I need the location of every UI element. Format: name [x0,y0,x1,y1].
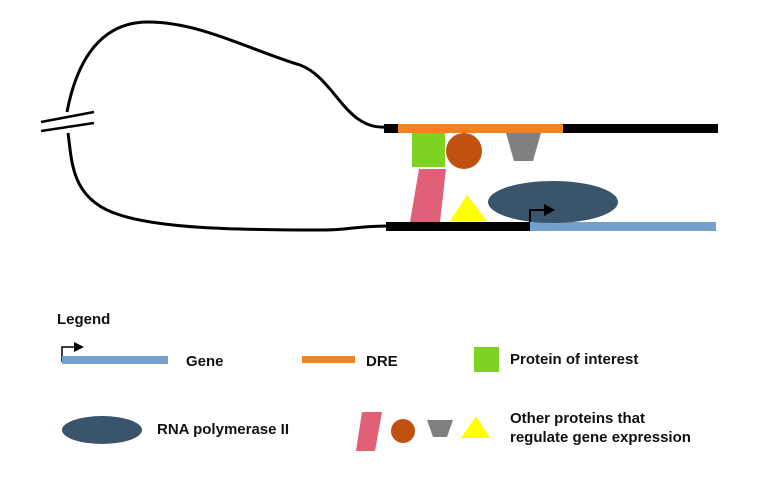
dna-loop-upper [65,20,387,129]
legend-heading: Legend [57,311,111,328]
legend-label-protein-of-interest: Protein of interest [510,351,639,368]
tss-arrow-line [529,209,545,222]
brown-protein-circle [446,133,482,169]
legend-label-dre: DRE [366,353,398,370]
legend-dre-icon [302,356,355,363]
legend-label-other-proteins-line1: Other proteins that [510,410,646,427]
break-mark-2 [40,121,95,133]
break-mark-1 [40,110,95,124]
dna-loop-lower [66,132,389,232]
protein-of-interest-square [412,133,445,167]
legend-tss-arrow-head [74,342,84,352]
legend-brown-protein-icon [391,419,415,443]
dre-segment [398,124,563,133]
legend-label-rna-polymerase: RNA polymerase II [157,421,289,438]
gene-segment [530,222,716,231]
pink-protein-parallelogram [410,169,446,222]
tss-arrow-head [544,204,555,216]
legend-protein-of-interest-icon [474,347,499,372]
legend-rna-polymerase-icon [62,416,142,444]
legend-gene-icon [62,356,168,364]
yellow-protein-triangle [450,195,487,221]
legend-label-gene: Gene [186,353,224,370]
legend-pink-protein-icon [356,412,382,451]
legend-yellow-protein-icon [461,416,490,438]
legend-label-other-proteins-line2: regulate gene expression [510,429,691,446]
legend-gray-protein-icon [427,420,453,437]
gray-protein-trapezoid [506,133,541,161]
lower-dna-strand [386,222,532,231]
rna-polymerase-ellipse [488,181,618,223]
